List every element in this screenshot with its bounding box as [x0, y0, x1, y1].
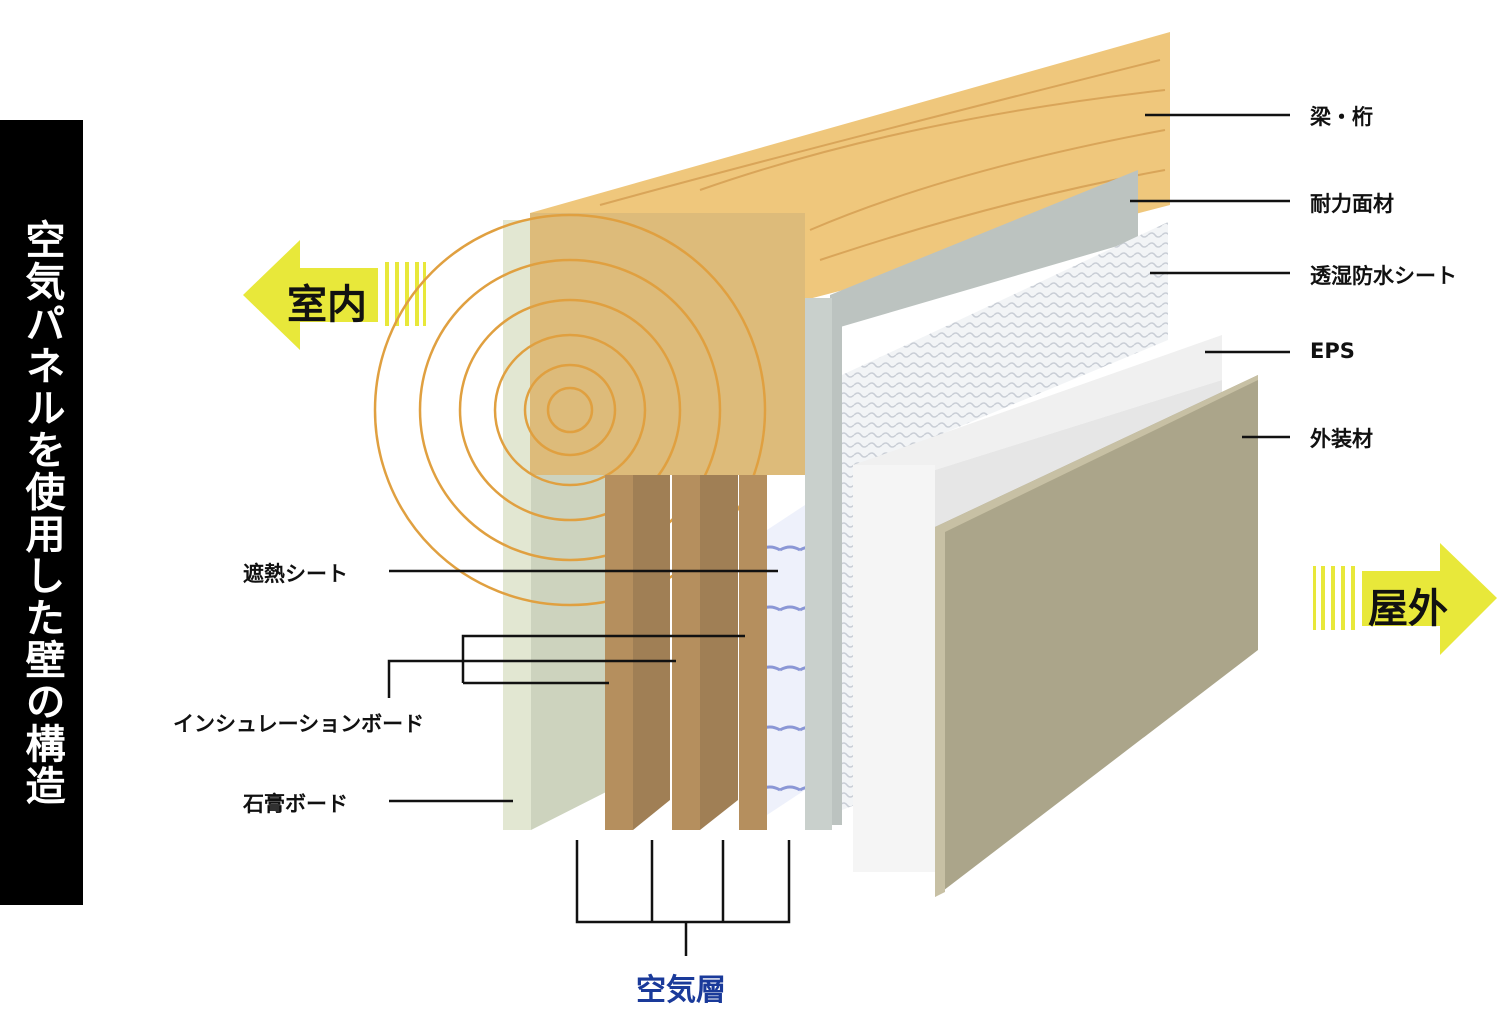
label-heat-shield: 遮熱シート: [243, 562, 348, 586]
outdoor-arrow: [1313, 543, 1497, 655]
title-bar: 空気パネルを使用した壁の構造: [0, 120, 83, 905]
structural-panel: [805, 170, 1138, 830]
leader-lines: [387, 113, 1290, 956]
indoor-arrow: [243, 240, 426, 350]
label-air-layer: 空気層: [636, 973, 726, 1008]
label-eps: EPS: [1310, 339, 1355, 363]
exterior-cladding: [935, 375, 1258, 897]
label-moisture-sheet: 透湿防水シート: [1310, 264, 1457, 288]
heat-shield-sheet: [767, 505, 805, 815]
moisture-barrier-sheet: [842, 222, 1168, 810]
label-structural-panel: 耐力面材: [1310, 192, 1394, 216]
diagram-title: 空気パネルを使用した壁の構造: [18, 218, 65, 807]
label-beam: 梁・桁: [1310, 105, 1373, 129]
label-exterior: 外装材: [1310, 427, 1373, 451]
beam: [373, 32, 1170, 607]
label-gypsum: 石膏ボード: [243, 792, 348, 816]
insulation-boards: [605, 475, 767, 830]
indoor-label: 室内: [287, 282, 367, 328]
outdoor-label: 屋外: [1368, 586, 1448, 632]
eps: [853, 335, 1222, 872]
label-insulation-board: インシュレーションボード: [173, 712, 425, 736]
